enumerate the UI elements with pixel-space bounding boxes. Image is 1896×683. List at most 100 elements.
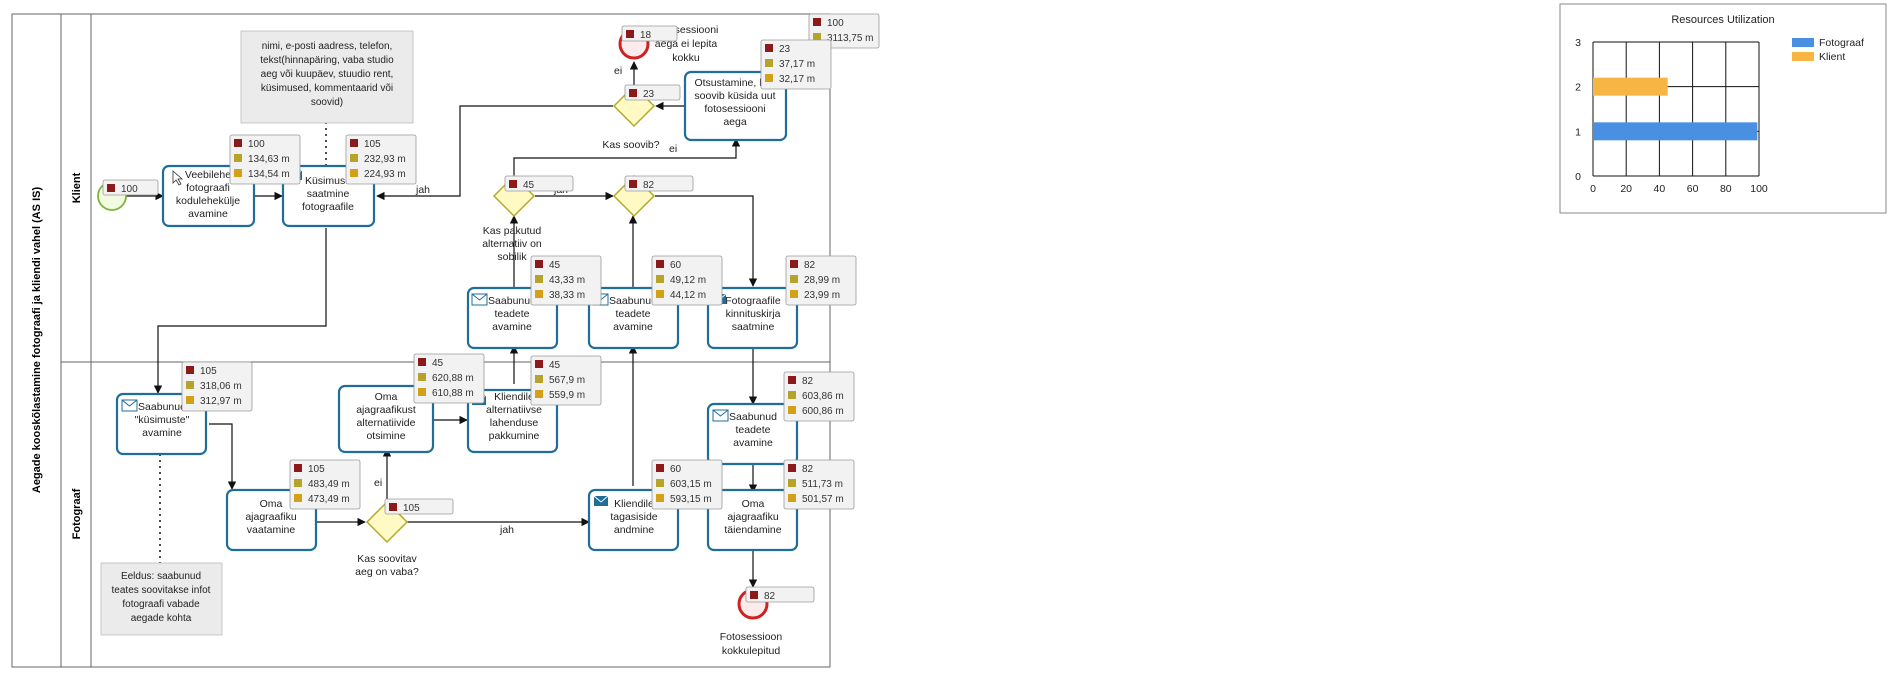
task-veebilehe-line-4: avamine — [188, 208, 228, 220]
stat-square-icon — [790, 290, 798, 298]
chart-ytick-label: 1 — [1575, 126, 1581, 138]
stat-value: 3113,75 m — [827, 33, 874, 44]
stat-square-icon — [350, 139, 358, 147]
stat-square-icon — [535, 390, 543, 398]
stat-value: 318,06 m — [200, 381, 242, 392]
task-lahenduse-line-1: Kliendile — [494, 391, 534, 403]
flow-label-ei-2: ei — [669, 143, 677, 155]
stat-box-s-kysimuste: 105 318,06 m 312,97 m — [181, 361, 253, 412]
stat-square-icon — [186, 396, 194, 404]
task-teadete3-line-2: teadete — [735, 424, 770, 436]
task-veebilehe-line-3: kodulehekülje — [176, 195, 240, 207]
stat-square-icon — [294, 479, 302, 487]
stat-value: 603,86 m — [802, 391, 844, 402]
stat-value: 60 — [670, 260, 682, 271]
stat-value: 105 — [364, 139, 381, 150]
task-alternatiivide-line-1: Oma — [375, 391, 398, 403]
task-teadete2-line-2: teadete — [615, 308, 650, 320]
task-otsustamine-line-3: fotosessiooni — [704, 103, 765, 115]
stat-square-icon — [750, 591, 758, 599]
stat-square-icon — [765, 44, 773, 52]
task-otsustamine-line-4: aega — [723, 116, 747, 128]
task-taiendamine-line-1: Oma — [742, 498, 765, 510]
stat-value: 312,97 m — [200, 396, 242, 407]
stat-square-icon — [656, 290, 664, 298]
stat-box-s-start: 100 — [102, 179, 159, 196]
stat-square-icon — [418, 373, 426, 381]
stat-value: 23 — [779, 44, 791, 55]
stat-value: 18 — [640, 30, 652, 41]
stat-value: 37,17 m — [779, 59, 815, 70]
task-taiendamine-line-3: täiendamine — [724, 524, 781, 536]
stat-square-icon — [294, 494, 302, 502]
legend-swatch-klient — [1792, 52, 1814, 61]
stat-square-icon — [535, 360, 543, 368]
chart-xtick-label: 0 — [1590, 183, 1596, 195]
task-kysimuse-line-3: fotograafile — [302, 201, 354, 213]
task-teadete3-line-3: avamine — [733, 437, 773, 449]
envelope-icon — [712, 409, 729, 422]
stat-value: 82 — [804, 260, 816, 271]
task-alternatiivide-line-2: ajagraafikust — [356, 404, 416, 416]
stat-value: 105 — [403, 503, 420, 514]
task-tagasiside-line-2: tagasiside — [610, 511, 657, 523]
task-taiendamine-line-2: ajagraafiku — [727, 511, 779, 523]
stat-square-icon — [656, 479, 664, 487]
stat-box-s-g-pakutud: 45 — [504, 175, 574, 192]
flow-label-ei-1: ei — [614, 65, 622, 77]
task-kinnitus-line-1: Fotograafile — [725, 295, 781, 307]
legend-swatch-fotograaf — [1792, 38, 1814, 47]
task-tagasiside-line-1: Kliendile — [614, 498, 654, 510]
flow-label-jah-3: jah — [499, 524, 514, 536]
stat-value: 483,49 m — [308, 479, 350, 490]
stat-value: 620,88 m — [432, 373, 474, 384]
stat-square-icon — [765, 74, 773, 82]
stat-square-icon — [813, 18, 821, 26]
stat-square-icon — [788, 406, 796, 414]
stat-square-icon — [788, 391, 796, 399]
stat-value: 82 — [643, 180, 655, 191]
task-kysimuste-line-2: "küsimuste" — [135, 414, 190, 426]
stat-value: 60 — [670, 464, 682, 475]
stat-square-icon — [535, 275, 543, 283]
stat-square-icon — [656, 464, 664, 472]
stat-square-icon — [788, 464, 796, 472]
task-ajagraafiku-line-2: ajagraafiku — [245, 511, 297, 523]
stat-value: 28,99 m — [804, 275, 840, 286]
envelope-icon — [471, 293, 488, 306]
task-alternatiivide-line-4: otsimine — [366, 430, 405, 442]
chart-xtick-label: 100 — [1750, 183, 1768, 195]
stat-square-icon — [535, 375, 543, 383]
task-kysimuse-line-1: Küsimuse — [305, 175, 351, 187]
stat-value: 511,73 m — [802, 479, 843, 490]
task-teadete2-line-1: Saabunud — [609, 295, 657, 307]
stat-value: 32,17 m — [779, 74, 815, 85]
stat-square-icon — [788, 376, 796, 384]
send-message-icon — [593, 495, 609, 506]
stat-value: 105 — [200, 366, 217, 377]
stat-value: 105 — [308, 464, 325, 475]
stat-square-icon — [186, 381, 194, 389]
